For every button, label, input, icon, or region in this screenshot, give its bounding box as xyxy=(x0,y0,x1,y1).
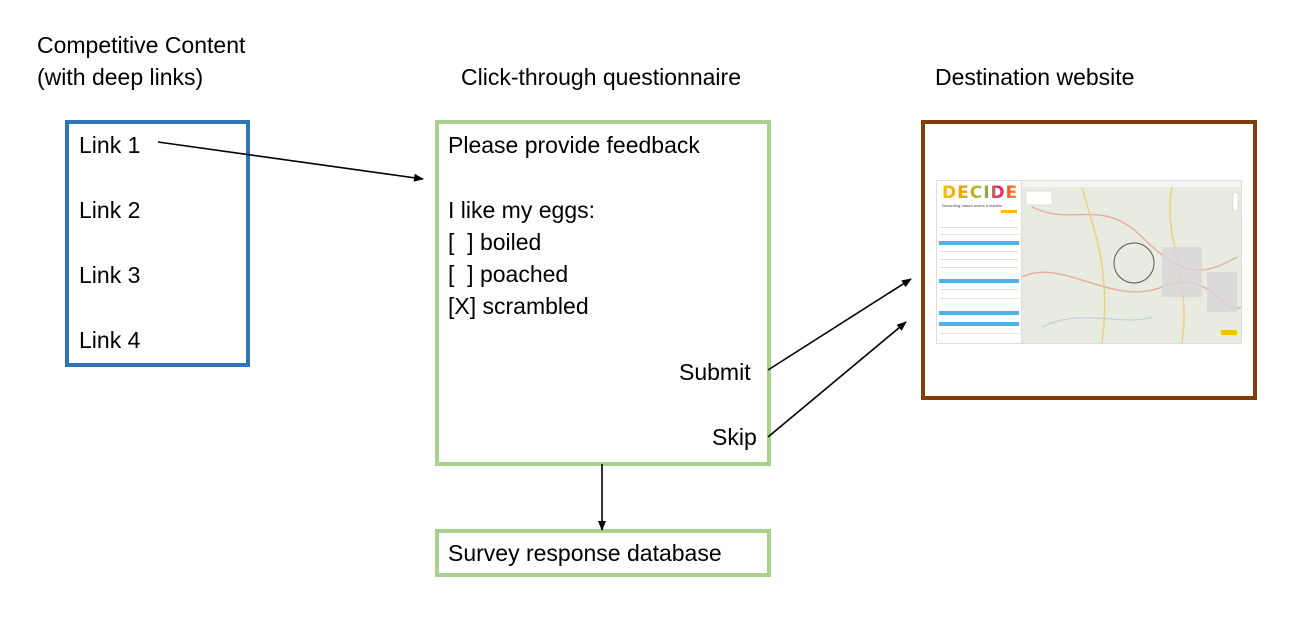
submit-button[interactable]: Submit xyxy=(679,359,751,385)
website-sidebar-row xyxy=(940,289,1018,290)
database-box xyxy=(435,529,771,577)
website-map xyxy=(1021,186,1241,343)
heading-questionnaire: Click-through questionnaire xyxy=(461,64,741,90)
database-label: Survey response database xyxy=(448,540,722,566)
skip-button[interactable]: Skip xyxy=(712,424,757,450)
option-poached[interactable]: [ ] poached xyxy=(448,261,569,287)
website-section-bar xyxy=(939,322,1019,326)
questionnaire-title: Please provide feedback xyxy=(448,132,700,158)
website-map-drawing xyxy=(1021,186,1241,343)
arrow-submit-to-website xyxy=(767,278,912,371)
links-box xyxy=(65,120,250,367)
website-section-bar xyxy=(939,311,1019,315)
heading-competitive-content: Competitive Content (with deep links) xyxy=(37,32,246,90)
arrow-skip-to-website xyxy=(767,321,907,438)
website-tagline: Recording nature where it matters xyxy=(942,203,1003,208)
option-scrambled[interactable]: [X] scrambled xyxy=(448,293,589,319)
website-sidebar-row xyxy=(940,259,1018,260)
option-boiled[interactable]: [ ] boiled xyxy=(448,229,542,255)
website-badge xyxy=(1001,210,1017,213)
link-4[interactable]: Link 4 xyxy=(79,327,141,353)
website-section-bar xyxy=(939,279,1019,283)
website-sidebar-row xyxy=(940,234,1018,235)
heading-destination-website: Destination website xyxy=(935,64,1135,90)
questionnaire-question: I like my eggs: xyxy=(448,197,595,223)
website-sidebar-row xyxy=(940,333,1018,334)
website-screenshot[interactable]: DECIDE Recording nature where it matters xyxy=(936,180,1242,344)
website-sidebar-row xyxy=(940,251,1018,252)
arrow-link-to-questionnaire xyxy=(157,141,424,182)
website-sidebar-row xyxy=(940,298,1018,299)
link-1[interactable]: Link 1 xyxy=(79,132,141,158)
link-3[interactable]: Link 3 xyxy=(79,262,141,288)
website-sidebar: DECIDE Recording nature where it matters xyxy=(937,181,1022,343)
website-sidebar-row xyxy=(940,267,1018,268)
questionnaire-box xyxy=(435,120,771,466)
website-sidebar-row xyxy=(940,227,1018,228)
website-logo: DECIDE xyxy=(942,183,1019,203)
link-2[interactable]: Link 2 xyxy=(79,197,141,223)
website-section-bar xyxy=(939,241,1019,245)
